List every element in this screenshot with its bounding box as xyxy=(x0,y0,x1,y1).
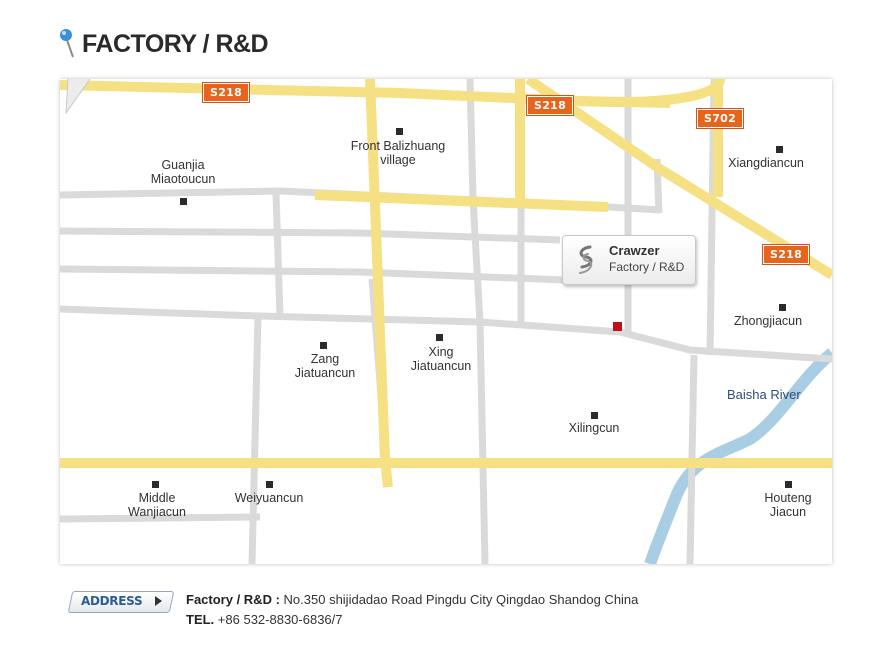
telephone-value: +86 532-8830-6836/7 xyxy=(217,612,343,627)
place-label: Houteng Jiacun xyxy=(764,491,812,519)
major-roads xyxy=(60,79,832,488)
place-label: Middle Wanjiacun xyxy=(128,491,186,519)
place-marker xyxy=(785,481,792,488)
crawzer-logo-icon xyxy=(579,245,593,274)
road-tag-s218-east: S218 xyxy=(763,245,810,264)
address-button-label: ADDRESS xyxy=(81,594,143,608)
page-header: FACTORY / R&D xyxy=(58,24,269,64)
place-marker xyxy=(396,128,403,135)
factory-callout[interactable]: Crawzer Factory / R&D xyxy=(562,235,696,285)
place-label: Front Balizhuang village xyxy=(350,139,446,167)
place-label: Weiyuancun xyxy=(234,491,304,505)
page-title: FACTORY / R&D xyxy=(82,29,269,58)
factory-location-marker[interactable] xyxy=(613,322,622,331)
callout-subtitle: Factory / R&D xyxy=(609,260,685,274)
road-tag-s218-west: S218 xyxy=(203,83,250,102)
place-label: Xilingcun xyxy=(568,421,620,435)
arrow-right-icon xyxy=(155,596,162,606)
map-roads xyxy=(60,79,832,564)
factory-address-value: No.350 shijidadao Road Pingdu City Qingd… xyxy=(283,592,639,607)
map-pin-icon xyxy=(60,29,74,58)
telephone-label: TEL. xyxy=(186,612,215,627)
place-marker xyxy=(591,412,598,419)
telephone-line: TEL. +86 532-8830-6836/7 xyxy=(186,612,343,627)
place-marker xyxy=(436,334,443,341)
place-label: Guanjia Miaotoucun xyxy=(150,158,216,186)
baisha-river xyxy=(644,348,832,564)
factory-address-label: Factory / R&D : xyxy=(186,592,280,607)
place-marker xyxy=(180,198,187,205)
river-label: Baisha River xyxy=(727,387,801,402)
place-marker xyxy=(266,481,273,488)
place-label: Zhongjiacun xyxy=(733,314,803,328)
place-marker xyxy=(776,146,783,153)
place-label: Xing Jiatuancun xyxy=(410,345,472,373)
road-tag-s218-center: S218 xyxy=(527,96,574,115)
road-tag-s702: S702 xyxy=(697,109,744,128)
location-map[interactable]: S218 S218 S702 S218 Guanjia Miaotoucun F… xyxy=(60,79,832,564)
factory-address-line: Factory / R&D : No.350 shijidadao Road P… xyxy=(186,592,638,607)
place-marker xyxy=(152,481,159,488)
callout-company-name: Crawzer xyxy=(609,243,660,258)
place-label: Xiangdiancun xyxy=(728,156,804,170)
callout-pointer xyxy=(65,79,91,115)
place-marker xyxy=(320,342,327,349)
place-label: Zang Jiatuancun xyxy=(294,352,356,380)
place-marker xyxy=(779,304,786,311)
